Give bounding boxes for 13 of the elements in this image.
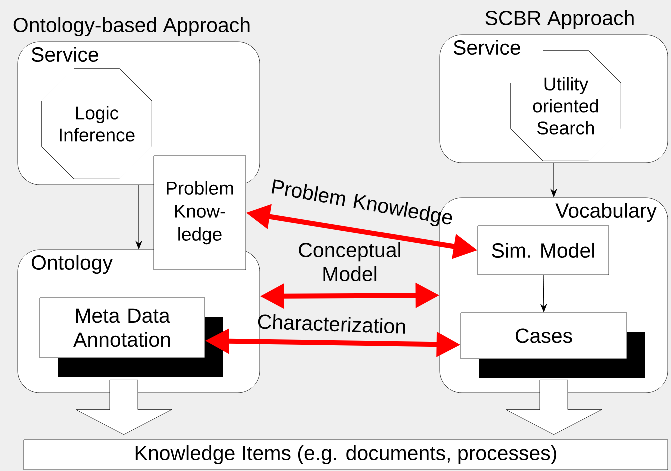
edge-label: Problem Knowledge: [272, 180, 452, 227]
text-box: Problem Know- ledge: [154, 156, 246, 270]
octagon-box: Logic Inference: [42, 68, 152, 180]
stacked-box: Meta Data Annotation: [40, 298, 223, 377]
edge-label: Conceptual Model: [299, 242, 400, 282]
text-box: Sim. Model: [478, 226, 610, 276]
stacked-box: Cases: [460, 312, 645, 378]
edge-label: Characterization: [258, 314, 406, 334]
heading: Ontology-based Approach: [14, 17, 250, 37]
heading: SCBR Approach: [486, 10, 634, 30]
block-arrow: [76, 380, 172, 435]
block-arrow: [506, 380, 602, 435]
text-box: Knowledge Items (e.g. documents, processes): [24, 440, 668, 470]
